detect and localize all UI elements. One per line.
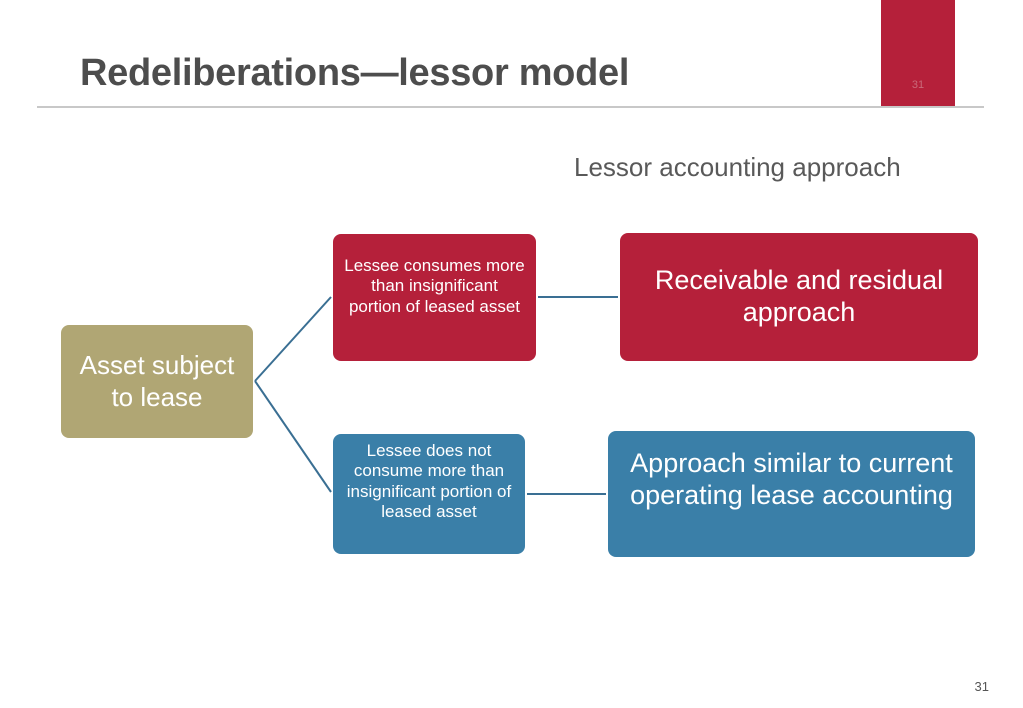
condition-box-consumes: Lessee consumes more than insignificant … [333, 234, 536, 361]
approach-box-receivable-residual-label: Receivable and residual approach [654, 265, 944, 328]
slide-title: Redeliberations—lessor model [80, 52, 630, 94]
title-divider [37, 106, 984, 108]
approach-box-operating-lease-label: Approach similar to current operating le… [630, 448, 953, 511]
asset-box-label: Asset subject to lease [79, 350, 235, 412]
condition-box-does-not-consume-label: Lessee does not consume more than insign… [346, 441, 512, 522]
header-accent-tab: 31 [881, 0, 955, 106]
approach-box-receivable-residual: Receivable and residual approach [620, 233, 978, 361]
page-number: 31 [974, 679, 989, 694]
asset-box: Asset subject to lease [61, 325, 253, 438]
condition-box-consumes-label: Lessee consumes more than insignificant … [344, 256, 525, 316]
connector-root-to-condition-2 [254, 380, 332, 493]
tab-slide-number: 31 [911, 79, 925, 91]
connector-root-to-condition-1 [254, 296, 332, 382]
condition-box-does-not-consume: Lessee does not consume more than insign… [333, 434, 525, 554]
slide-subtitle: Lessor accounting approach [574, 152, 901, 182]
approach-box-operating-lease: Approach similar to current operating le… [608, 431, 975, 557]
